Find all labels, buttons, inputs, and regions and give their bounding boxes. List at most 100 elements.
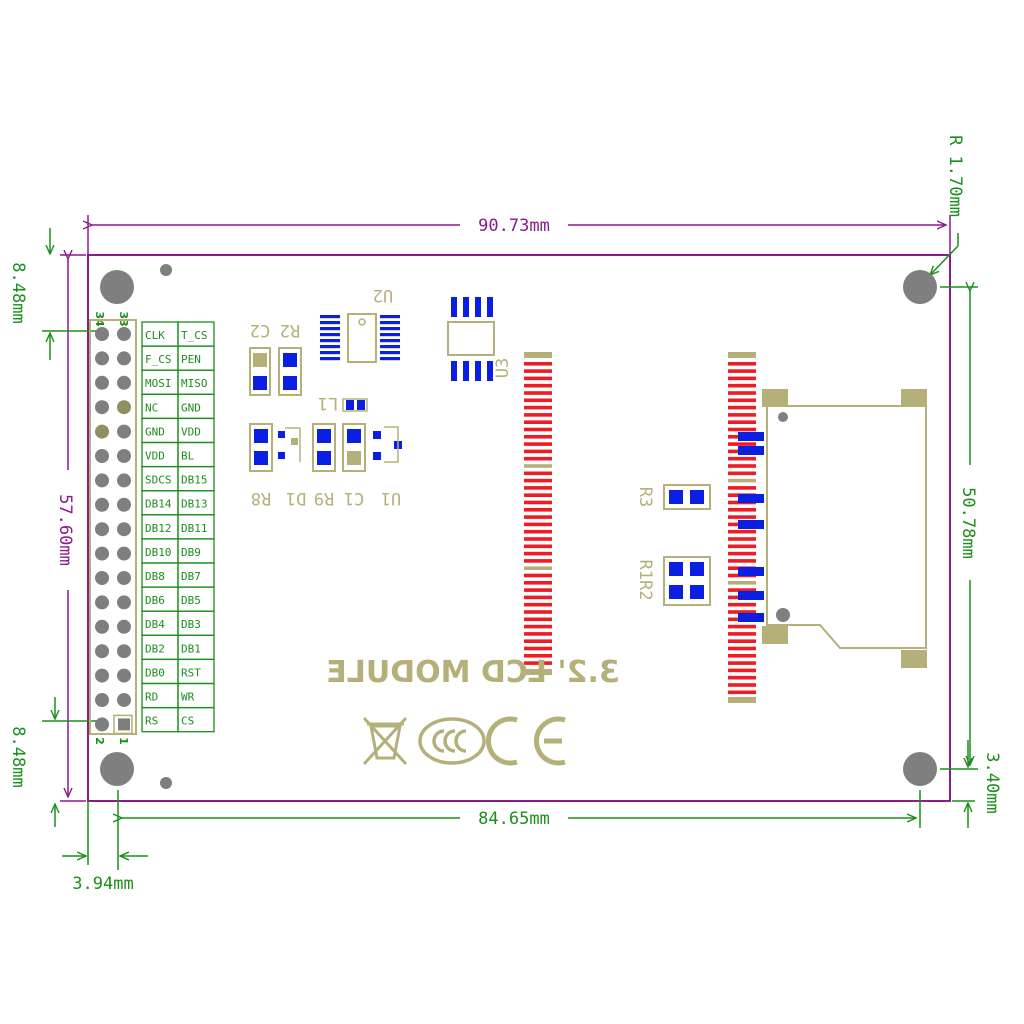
fpc-pad — [728, 588, 756, 592]
right-hole-span-dimension: 50.78mm — [940, 287, 978, 770]
header-pin — [117, 668, 131, 683]
fpc-pad — [524, 486, 552, 490]
fpc-pad — [524, 435, 552, 439]
pin1-marker — [113, 714, 133, 735]
height-dimension: 57.60mm — [55, 255, 86, 802]
fpc-pad — [524, 588, 552, 592]
fpc-pad — [524, 573, 552, 578]
hole-radius-dimension: R 1.70mm — [930, 135, 965, 275]
fpc-pad — [728, 544, 756, 549]
fpc-pad — [524, 449, 552, 454]
ccc-mark-icon — [418, 717, 486, 765]
fpc-pad — [728, 690, 756, 695]
fpc-pad — [524, 376, 552, 381]
hole-radius-label: R 1.70mm — [945, 135, 965, 217]
header-pin — [95, 546, 109, 561]
header-pin — [117, 497, 131, 512]
header-pin — [117, 546, 131, 561]
component-r1r2 — [663, 556, 711, 606]
label-l1: L1 — [318, 393, 338, 413]
header-pin — [95, 497, 109, 512]
pin-label: VDD — [145, 450, 165, 463]
header-pin — [117, 522, 131, 537]
header-outline — [89, 319, 137, 735]
header-pin — [95, 327, 109, 341]
module-title: 3.2' LCD MODULE — [326, 655, 619, 690]
left-offset-dimension: 3.94mm — [62, 801, 148, 894]
fpc-pad — [728, 442, 756, 446]
header-pin — [117, 400, 131, 415]
header-pin — [117, 595, 131, 610]
fpc-pad — [728, 610, 756, 614]
pin-label: DB15 — [181, 474, 208, 487]
pin-label: DB2 — [145, 642, 165, 655]
mounting-hole-bottom-left — [100, 752, 134, 786]
pin-label: DB10 — [145, 546, 172, 559]
component-c2 — [249, 347, 271, 396]
fpc-pad — [524, 566, 552, 570]
fpc-pad — [524, 398, 552, 403]
fpc-pad — [728, 391, 756, 395]
header-pin — [95, 717, 109, 732]
weee-bin-icon — [362, 716, 408, 766]
pin-label: DB0 — [145, 666, 165, 679]
header-pin — [117, 473, 131, 488]
fpc-pad — [524, 413, 552, 417]
fpc-pad — [728, 464, 756, 468]
pin-label: DB3 — [181, 618, 201, 631]
label-u1: U1 — [381, 488, 401, 508]
fpc-pad — [728, 624, 756, 629]
component-d1 — [278, 427, 301, 462]
label-r9: R9 — [314, 488, 334, 508]
header-pin — [117, 644, 131, 659]
header-pin — [95, 644, 109, 659]
pin-label: MISO — [181, 377, 208, 390]
ce-mark-icon — [485, 716, 566, 766]
bottom-hole-offset-dimension: 3.40mm — [952, 740, 1002, 828]
mounting-hole-top-left — [100, 270, 134, 304]
fpc-pad — [524, 500, 552, 505]
fpc-pad — [728, 486, 756, 490]
fpc-pad — [524, 391, 552, 395]
bottom-hole-offset-label: 3.40mm — [982, 752, 1002, 813]
fpc-pad — [728, 654, 756, 658]
pin-label: DB8 — [145, 570, 165, 583]
header-pin — [95, 619, 109, 634]
fpc-pad — [728, 529, 756, 534]
fpc-pad — [524, 420, 552, 424]
pin-label: DB12 — [145, 522, 172, 535]
component-u1 — [373, 426, 402, 463]
fpc-pad — [524, 471, 552, 476]
header-pin — [117, 375, 131, 390]
label-d1: D1 — [286, 488, 306, 508]
fiducial-bottom — [160, 777, 172, 789]
component-u2 — [320, 313, 400, 363]
fpc-pad — [524, 661, 552, 665]
fpc-pad — [524, 602, 552, 607]
fpc-pad — [524, 646, 552, 651]
component-u3 — [447, 297, 495, 381]
fpc-pad — [524, 624, 552, 629]
fpc-pad — [524, 654, 552, 658]
fpc-pad — [524, 493, 552, 497]
pin-label: NC — [145, 401, 158, 414]
fpc-pad — [728, 639, 756, 643]
pin-label: DB7 — [181, 570, 201, 583]
hole-span-dimension: 84.65mm — [118, 790, 921, 870]
component-r8 — [249, 423, 273, 472]
fpc-pad — [524, 427, 552, 432]
header-pin — [95, 375, 109, 390]
header-pin — [95, 522, 109, 537]
fpc-pad — [728, 420, 756, 424]
fpc-pad — [728, 456, 756, 461]
fpc-pad — [524, 559, 552, 563]
header-pin — [95, 449, 109, 463]
component-r9 — [312, 423, 336, 472]
pin-label: CLK — [145, 329, 165, 342]
fpc-pad — [524, 405, 552, 410]
label-u3: U3 — [493, 358, 513, 378]
pin-label: DB1 — [181, 642, 201, 655]
fpc-pad — [728, 602, 756, 607]
sd-card-connector — [738, 389, 927, 668]
